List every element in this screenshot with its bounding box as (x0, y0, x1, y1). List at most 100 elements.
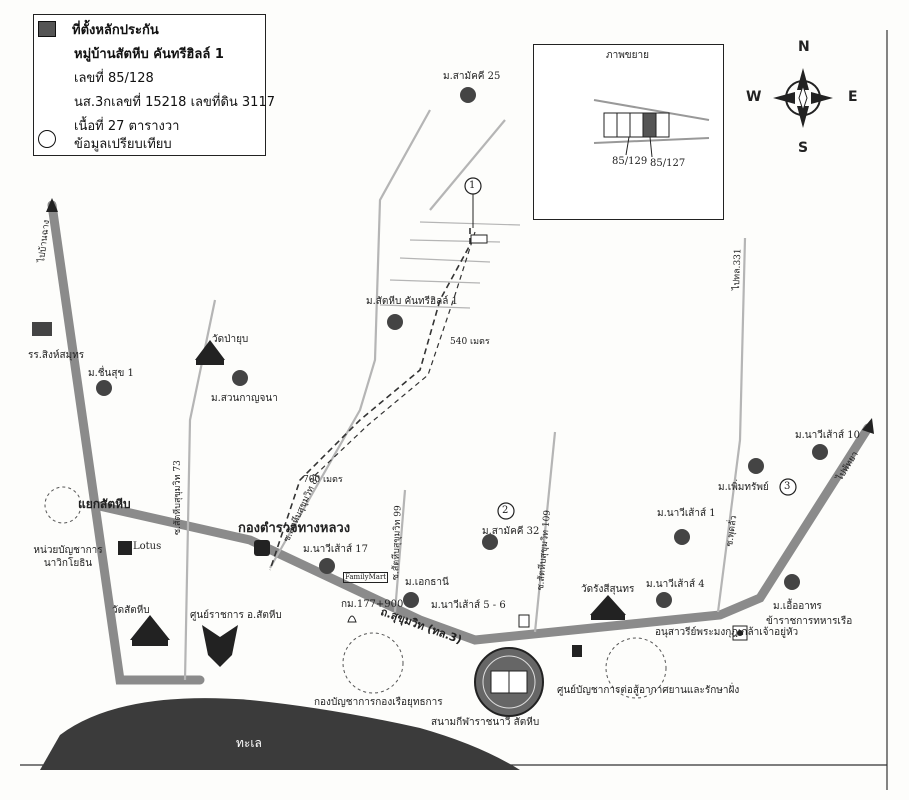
arrow-banchang (46, 198, 58, 212)
label-school: รร.สิงห์สมุทร (28, 350, 85, 361)
legend-box: ที่ตั้งหลักประกัน หมู่บ้านสัตหีบ คันทรีฮ… (33, 14, 275, 156)
statue-circle-monument (605, 637, 667, 699)
label-lotus: Lotus (133, 541, 162, 552)
lotus-logo-icon (118, 541, 132, 555)
label-nawisao4: ม.นาวีเส้าส์ 4 (646, 579, 705, 590)
minor-roads (183, 109, 747, 681)
label-samakkhi32: ม.สามัคคี 32 (482, 526, 540, 537)
temple-icon-wat-pa (195, 340, 225, 360)
temple-base-wat-rang (591, 615, 625, 620)
distance-700: 700 เมตร (303, 475, 343, 485)
marker-2-label: 2 (502, 505, 509, 516)
road-left-north (47, 200, 205, 685)
marker-1-label: 1 (469, 180, 476, 191)
marker-3-circle (779, 478, 797, 496)
label-nawisao17: ม.นาวีเส้าส์ 17 (303, 544, 368, 555)
village-icons (32, 87, 828, 608)
main-roads (47, 200, 873, 685)
north-road (429, 119, 506, 211)
house-icon-nawisao17 (319, 558, 335, 574)
sea-area (40, 698, 520, 770)
inset-plot-a: 85/129 (612, 156, 648, 167)
soi109-road (533, 431, 557, 633)
legend-title: ที่ตั้งหลักประกัน (72, 23, 159, 38)
house-icon-suan-kanchana (232, 370, 248, 386)
house-icon-country-hill (387, 314, 403, 330)
label-fleet-command: กองบัญชาการกองเรือยุทธการ (314, 697, 443, 708)
compass-rose (773, 68, 833, 128)
temple-icon-sattahip (130, 615, 170, 640)
soi99-road (393, 489, 407, 613)
road-label-to-331: ไปทล.331 (732, 248, 744, 291)
house-icon-samakkhi32 (482, 534, 498, 550)
house-icon-ekthani (403, 592, 419, 608)
collateral-icon (470, 234, 488, 244)
phutlua-road (716, 237, 747, 613)
house-icon-nawisao4 (656, 592, 672, 608)
arrow-pattaya (862, 418, 874, 434)
house-icon-uea-athon (784, 574, 800, 590)
statue-circle-fleet (342, 632, 404, 694)
label-wat-rang: วัดรังสีสุนทร (581, 584, 635, 595)
label-wat-sattahip: วัดสัตหีบ (112, 605, 150, 616)
label-sea: ทะเล (236, 736, 262, 750)
label-wat-pa: วัดป่ายุบ (212, 334, 249, 345)
monument-dot-icon (737, 630, 743, 636)
stadium-icon (474, 647, 544, 717)
inset-box: ภาพขยาย 85/129 85/127 (533, 44, 724, 220)
road-label-soi73: ซ.สัตหีบสุขุมวิท 73 (173, 460, 183, 535)
school-icon (32, 322, 52, 336)
label-ekthani: ม.เอกธานี (405, 577, 449, 588)
legend-collateral-swatch (38, 21, 56, 37)
house-icon-nawisao10 (812, 444, 828, 460)
km-post-icon (347, 615, 357, 623)
legend-compare: ข้อมูลเปรียบเทียบ (74, 137, 172, 152)
soi81-road (269, 109, 431, 569)
route-path-return (309, 231, 476, 481)
compass-s: S (798, 140, 809, 156)
compass-w: W (746, 89, 762, 105)
temple-base-wat-pa (196, 360, 224, 365)
temple-icons (130, 340, 626, 646)
inset-plot-b: 85/127 (650, 158, 686, 169)
legend-village: หมู่บ้านสัตหีบ คันทรีฮิลล์ 1 (74, 47, 224, 62)
garuda-icon (202, 625, 238, 667)
route-path (269, 228, 471, 571)
label-chuensuk: ม.ชื่นสุข 1 (88, 368, 134, 379)
label-country-hill: ม.สัตหีบ คันทรีฮิลล์ 1 (366, 296, 458, 307)
sign-icon (518, 614, 530, 628)
label-district-office: ศูนย์ราชการ อ.สัตหีบ (190, 610, 282, 621)
label-monument: อนุสาวรีย์พระมงกุฎเกล้าเจ้าอยู่หัว (655, 627, 799, 638)
temple-icon-wat-rang (590, 595, 626, 615)
distance-540: 540 เมตร (450, 337, 490, 347)
marker-3-label: 3 (784, 481, 791, 492)
legend-compare-circle (38, 130, 56, 148)
label-yaek-sattahip: แยกสัตหีบ (78, 497, 131, 511)
label-family-mart: FamilyMart (343, 572, 389, 583)
house-icon-chuensuk (96, 380, 112, 396)
direction-arrows (46, 198, 874, 434)
label-km177: กม.177+900 (341, 599, 404, 610)
house-icon-phoemsap (748, 458, 764, 474)
label-navy-staff: ข้าราชการทหารเรือ (766, 616, 853, 627)
legend-area: เนื้อที่ 27 ตารางวา (74, 119, 180, 134)
statue-circle-yaek (44, 486, 82, 524)
legend-house-no: เลขที่ 85/128 (74, 71, 154, 86)
village-streets (379, 221, 521, 309)
inset-title: ภาพขยาย (606, 50, 649, 61)
road-sukhumvit (90, 423, 873, 645)
label-phoemsap: ม.เพิ่มทรัพย์ (718, 482, 769, 493)
air-defense-icon (572, 645, 582, 657)
label-stadium: สนามกีฬาราชนาวี สัตหีบ (431, 717, 540, 728)
label-nawisao10: ม.นาวีเส้าส์ 10 (795, 430, 860, 441)
label-naval-infantry: หน่วยบัญชาการ นาวิกโยธิน (33, 545, 103, 569)
label-air-defense: ศูนย์บัญชาการต่อสู้อากาศยานและรักษาฝั่ง (557, 685, 740, 696)
label-highway-police: กองตำรวจทางหลวง (238, 521, 351, 536)
compass-e: E (848, 89, 858, 105)
house-icon-nawisao1 (674, 529, 690, 545)
label-suan-kanchana: ม.สวนกาญจนา (211, 393, 278, 404)
police-shield-icon (254, 540, 270, 556)
temple-base-sattahip (132, 640, 168, 646)
house-icon-samakkhi25 (460, 87, 476, 103)
